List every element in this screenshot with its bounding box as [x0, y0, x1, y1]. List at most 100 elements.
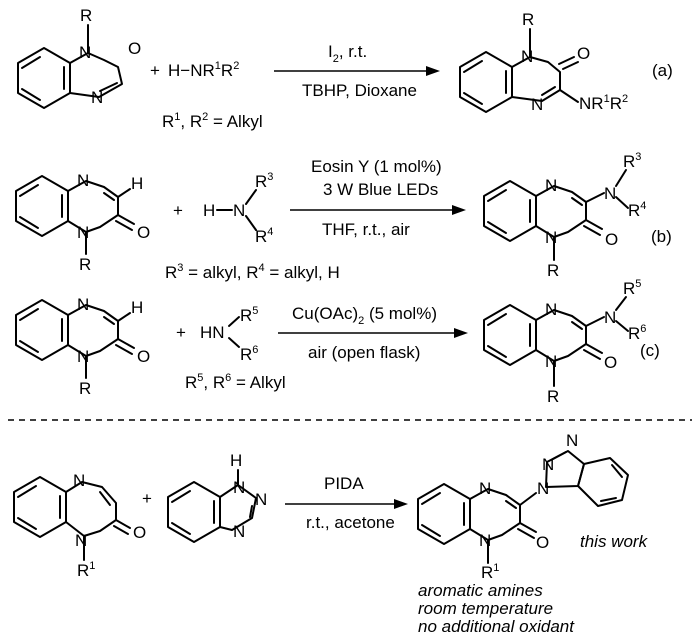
atom-n1: N	[75, 531, 87, 550]
substituent-r5: R5	[623, 278, 641, 298]
substituent-r: R	[80, 6, 92, 25]
atom-n1-triazole: N	[537, 479, 549, 498]
atom-h: H	[131, 174, 143, 193]
reaction-b-product: N N R3 R4 O N R	[483, 151, 646, 280]
atom-n3-triazole: N	[566, 431, 578, 450]
condition-top-1: Eosin Y (1 mol%)	[311, 157, 442, 176]
amine-substituent: NR1R2	[579, 93, 628, 113]
substituent-r6: R6	[240, 344, 258, 364]
plus-sign: +	[176, 323, 186, 342]
atom-o: O	[137, 223, 150, 242]
substituent-r: R	[547, 387, 559, 406]
condition-top: Cu(OAc)2 (5 mol%)	[292, 304, 437, 327]
reaction-this-work: N O N R1 + H N N N PIDA r.t., acetone	[13, 431, 649, 636]
feature-room-temperature: room temperature	[418, 599, 553, 618]
substituent-definition: R1, R2 = Alkyl	[162, 111, 263, 131]
feature-no-oxidant: no additional oxidant	[418, 617, 575, 636]
amine-hn: HN	[200, 323, 225, 342]
substituent-r1: R1	[77, 560, 95, 580]
condition-top: PIDA	[324, 474, 364, 493]
atom-o: O	[133, 523, 146, 542]
atom-n3: N	[233, 522, 245, 541]
reaction-tag: (b)	[651, 227, 672, 246]
substituent-r: R	[79, 255, 91, 274]
condition-bottom: air (open flask)	[308, 343, 420, 362]
atom-n1: N	[521, 47, 533, 66]
reaction-b: N H O N R + H N R3 R4 R3 = alkyl, R4 = a…	[15, 151, 672, 282]
atom-o: O	[137, 347, 150, 366]
atom-n1: N	[479, 531, 491, 550]
atom-n: N	[233, 201, 245, 220]
substituent-r3: R3	[255, 171, 273, 191]
condition-bottom: r.t., acetone	[306, 513, 395, 532]
atom-n1: N	[545, 352, 557, 371]
condition-top-2: 3 W Blue LEDs	[323, 180, 438, 199]
atom-n4: N	[545, 176, 557, 195]
reaction-b-starting-material: N H O N R	[15, 171, 150, 274]
atom-o: O	[536, 533, 549, 552]
atom-o: O	[604, 353, 617, 372]
substituent-r: R	[522, 10, 534, 29]
atom-n-amine: N	[604, 308, 616, 327]
atom-n4: N	[77, 171, 89, 190]
atom-h: H	[131, 298, 143, 317]
atom-o: O	[605, 230, 618, 249]
feature-aromatic-amines: aromatic amines	[418, 581, 543, 600]
amine-formula: H−NR1R2	[168, 60, 239, 80]
plus-sign: +	[142, 489, 152, 508]
reaction-a: N R O N + H−NR1R2 R1, R2 = Alkyl I2, r.t…	[17, 6, 673, 131]
atom-n2: N	[255, 490, 267, 509]
substituent-r3: R3	[623, 151, 641, 171]
atom-n1: N	[77, 347, 89, 366]
plus-sign: +	[173, 201, 183, 220]
reaction-a-amine: H−NR1R2 R1, R2 = Alkyl	[162, 60, 263, 131]
atom-n1: N	[77, 223, 89, 242]
this-work-product: N N N N O N R1	[417, 431, 629, 582]
substituent-r: R	[547, 261, 559, 280]
reaction-c-arrow: Cu(OAc)2 (5 mol%) air (open flask)	[278, 304, 468, 362]
this-work-features: aromatic amines room temperature no addi…	[418, 581, 575, 636]
this-work-arrow: PIDA r.t., acetone	[285, 474, 408, 532]
condition-bottom: TBHP, Dioxane	[302, 81, 417, 100]
atom-n1: N	[233, 478, 245, 497]
substituent-r: R	[79, 379, 91, 398]
atom-n4: N	[531, 95, 543, 114]
atom-n4: N	[545, 300, 557, 319]
reaction-c-starting-material: N H O N R	[15, 295, 150, 398]
atom-n1: N	[545, 228, 557, 247]
atom-n-amine: N	[604, 184, 616, 203]
this-work-starting-material: N O N R1	[13, 471, 146, 580]
atom-n1: N	[79, 43, 91, 62]
condition-top: I2, r.t.	[328, 42, 367, 65]
atom-n4: N	[77, 295, 89, 314]
atom-o: O	[577, 44, 590, 63]
substituent-r4: R4	[628, 200, 646, 220]
substituent-r1: R1	[481, 562, 499, 582]
atom-o: O	[128, 39, 141, 58]
substituent-r5: R5	[240, 305, 258, 325]
reaction-a-product: N R O N NR1R2	[459, 10, 628, 114]
substituent-definition: R5, R6 = Alkyl	[185, 372, 286, 392]
reaction-c: N H O N R + HN R5 R6 R5, R6 = Alkyl Cu(O…	[15, 278, 660, 406]
reaction-b-amine: H N R3 R4	[203, 171, 273, 246]
atom-n4: N	[91, 88, 103, 107]
atom-h: H	[230, 451, 242, 470]
plus-sign: +	[150, 61, 160, 80]
reaction-c-product: N N R5 R6 O N R	[483, 278, 646, 406]
substituent-r6: R6	[628, 323, 646, 343]
reaction-a-starting-material: N R O N	[17, 6, 141, 109]
reaction-c-amine: HN R5 R6	[200, 305, 258, 364]
condition-bottom: THF, r.t., air	[322, 220, 410, 239]
benzotriazole: H N N N	[167, 451, 267, 543]
atom-h: H	[203, 201, 215, 220]
this-work-tag: this work	[580, 532, 649, 551]
atom-n4: N	[73, 471, 85, 490]
atom-n2-triazole: N	[542, 455, 554, 474]
reaction-a-arrow: I2, r.t. TBHP, Dioxane	[274, 42, 440, 100]
atom-n4: N	[479, 479, 491, 498]
substituent-r4: R4	[255, 226, 273, 246]
reaction-b-arrow: Eosin Y (1 mol%) 3 W Blue LEDs THF, r.t.…	[290, 157, 466, 239]
reaction-tag: (c)	[640, 341, 660, 360]
reaction-tag: (a)	[652, 61, 673, 80]
